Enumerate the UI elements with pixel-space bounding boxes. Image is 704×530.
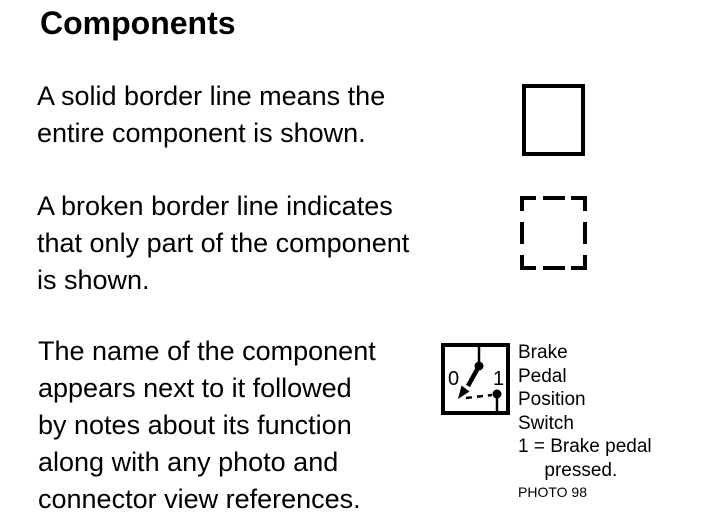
switch-alternate-position-dashes	[465, 393, 493, 400]
component-name-and-notes: Brake Pedal Position Switch 1 = Brake pe…	[518, 342, 652, 481]
switch-arm-line	[466, 364, 481, 388]
page-title: Components	[40, 5, 236, 41]
broken-border-box-icon	[520, 196, 587, 270]
photo-reference: PHOTO 98	[518, 484, 587, 500]
broken-border-description: A broken border line indicates that only…	[37, 191, 410, 295]
switch-arm-arrow-icon	[458, 385, 470, 399]
component-note-block: Brake Pedal Position Switch 1 = Brake pe…	[518, 341, 652, 501]
solid-border-box-icon	[522, 84, 585, 156]
switch-position-0-label: 0	[448, 368, 459, 390]
component-name-description: The name of the component appears next t…	[38, 336, 376, 514]
switch-outline-box	[441, 343, 510, 415]
switch-position-1-label: 1	[493, 368, 504, 390]
brake-pedal-position-switch-icon: 0 1	[441, 343, 510, 415]
dashed-border-path	[520, 196, 587, 270]
solid-border-description: A solid border line means the entire com…	[37, 81, 386, 148]
